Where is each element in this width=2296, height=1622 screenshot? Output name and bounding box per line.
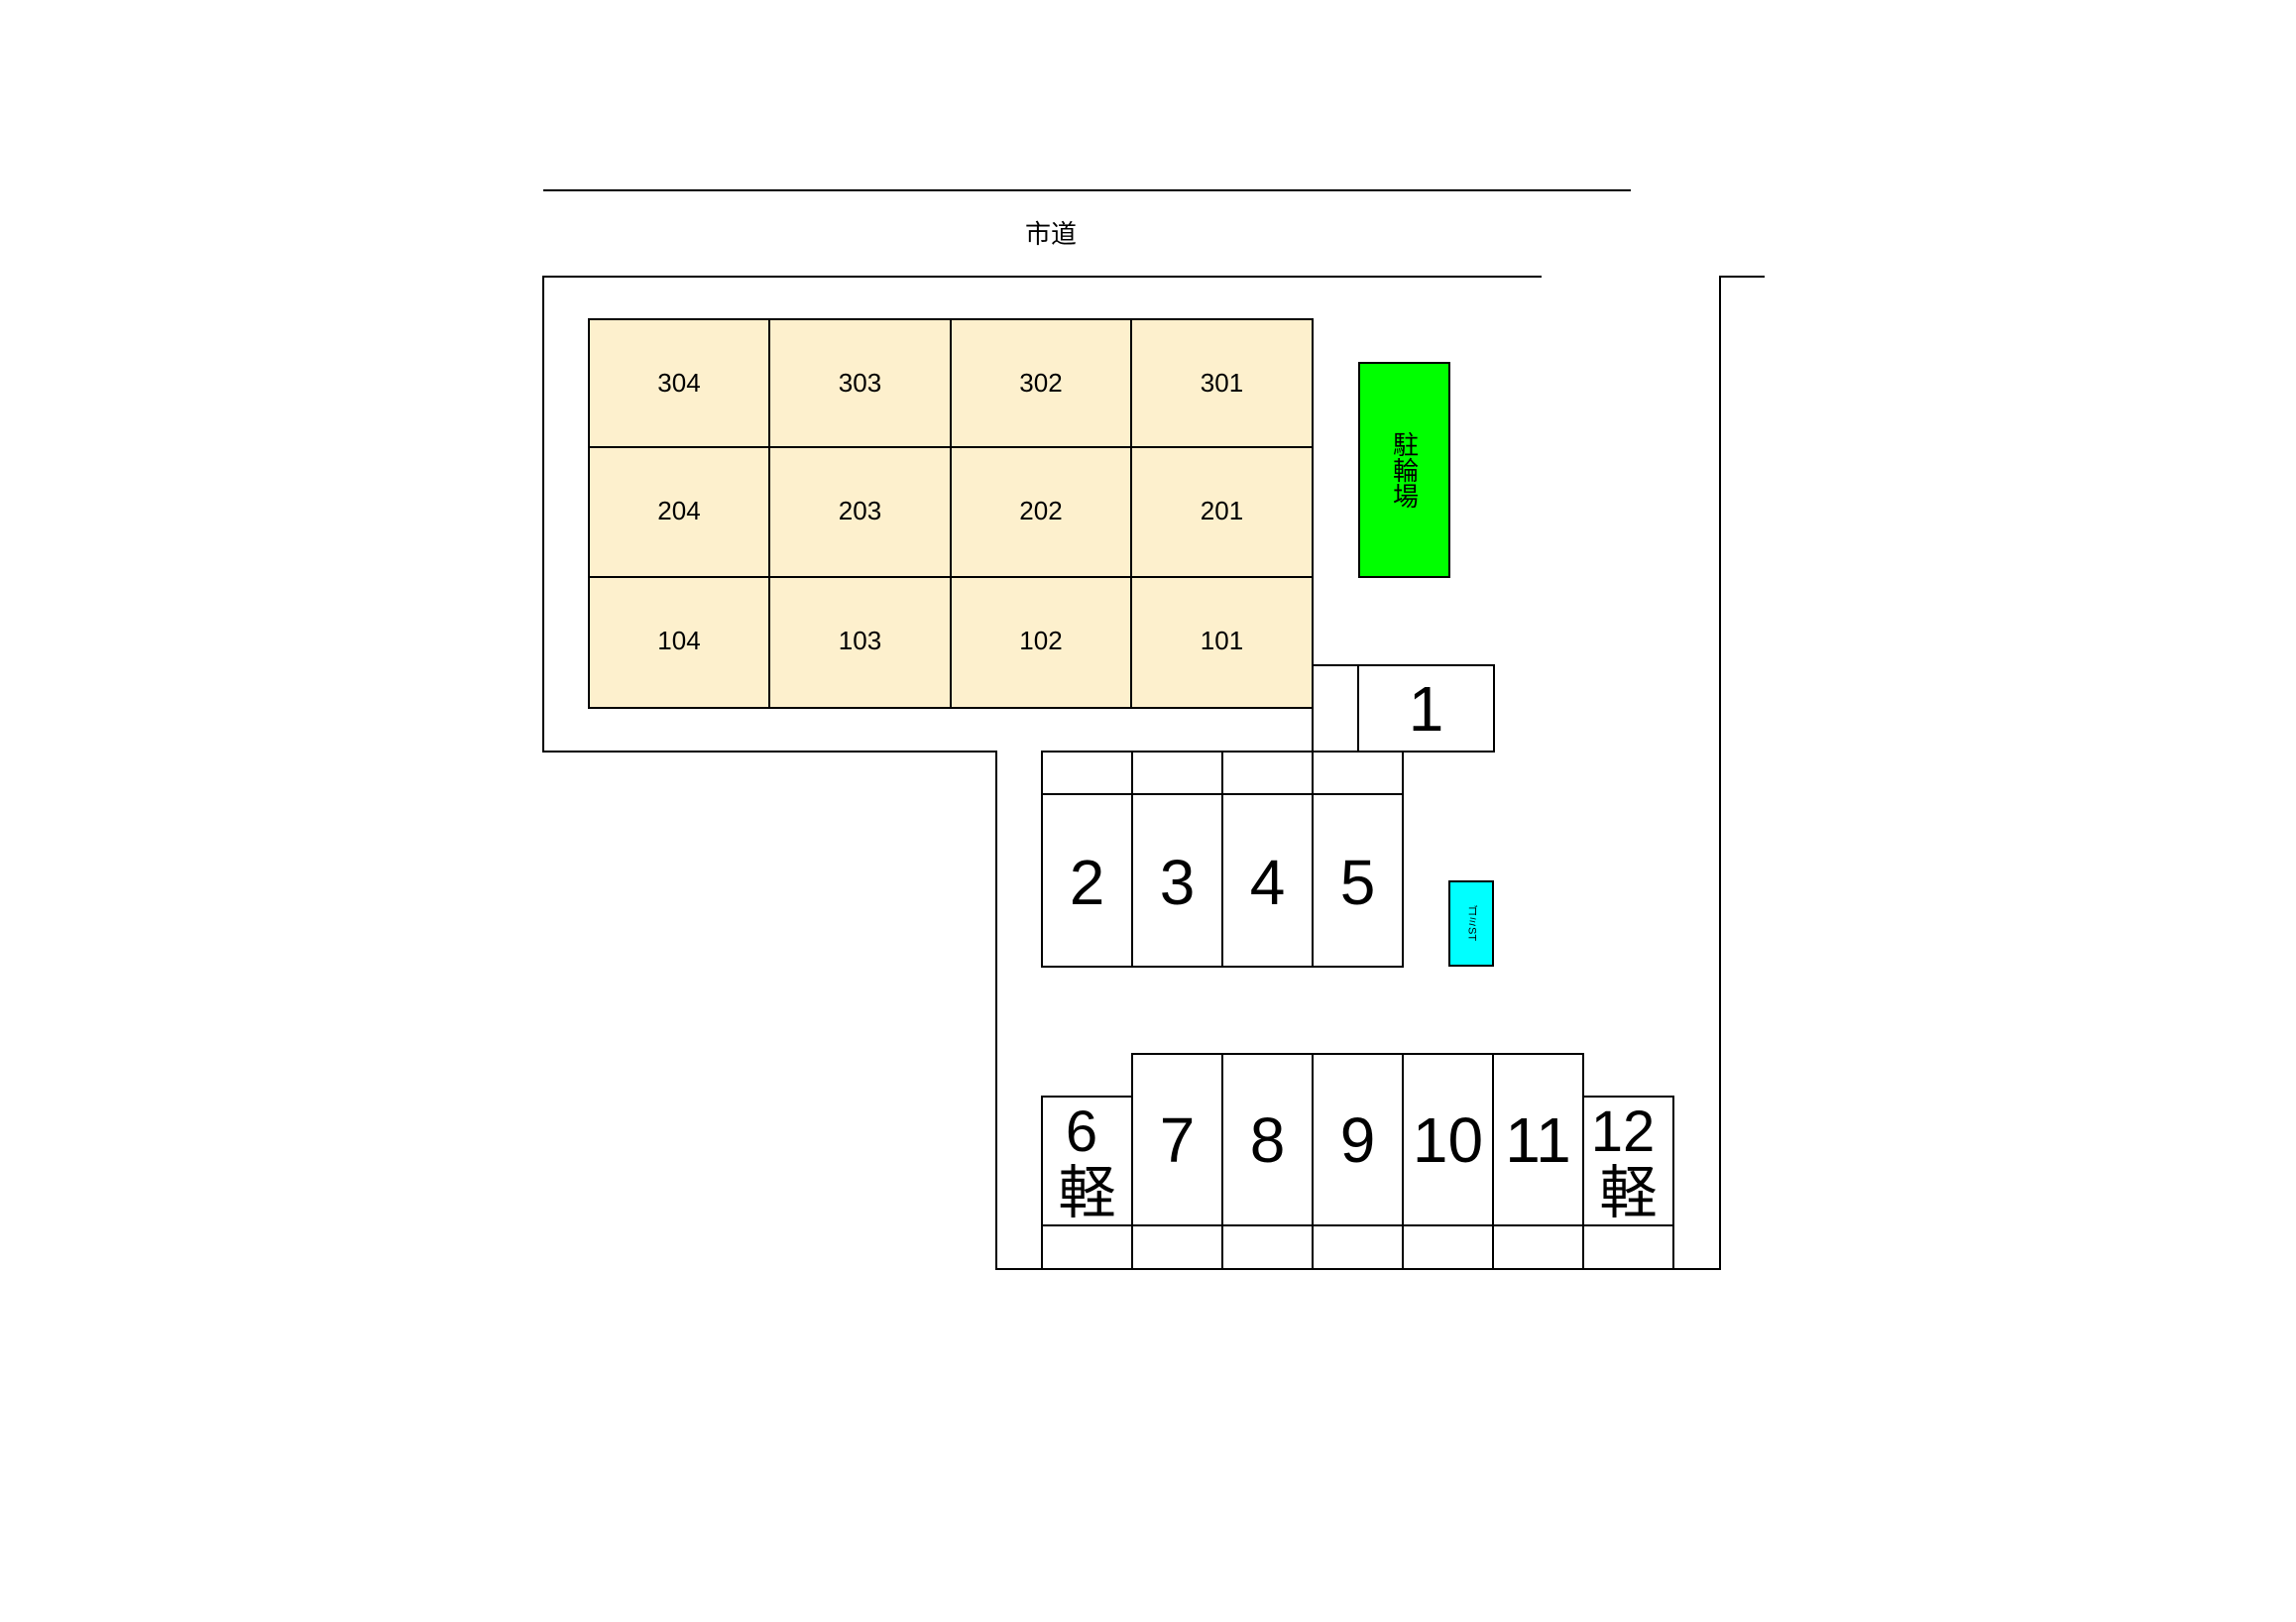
bicycle-parking-label: 駐輪場 <box>1389 431 1420 509</box>
parking-12-kei: 軽 <box>1599 1161 1658 1225</box>
unit-103: 103 <box>768 576 952 709</box>
unit-304: 304 <box>588 318 770 448</box>
bicycle-parking: 駐輪場 <box>1358 362 1450 578</box>
parking-number-5: 5 <box>1339 847 1376 918</box>
parking-number-11: 11 <box>1505 1104 1571 1176</box>
parking-number-3: 3 <box>1159 847 1196 918</box>
unit-201: 201 <box>1130 446 1314 578</box>
parking-spot-1 <box>1357 664 1495 753</box>
unit-102: 102 <box>950 576 1132 709</box>
parking-row-6-12 <box>1041 1053 1674 1270</box>
unit-203: 203 <box>768 446 952 578</box>
garbage-station: ゴミST <box>1448 880 1494 967</box>
parking-number-1: 1 <box>1408 673 1444 745</box>
unit-204: 204 <box>588 446 770 578</box>
parking-number-9: 9 <box>1339 1104 1376 1176</box>
unit-303: 303 <box>768 318 952 448</box>
parking-number-12: 12 <box>1590 1100 1656 1164</box>
garbage-station-label: ゴミST <box>1465 905 1478 942</box>
parking-number-6: 6 <box>1065 1100 1098 1164</box>
parking-number-10: 10 <box>1412 1104 1484 1176</box>
unit-104: 104 <box>588 576 770 709</box>
parking-number-8: 8 <box>1249 1104 1286 1176</box>
parking-number-4: 4 <box>1249 847 1286 918</box>
unit-302: 302 <box>950 318 1132 448</box>
parking-6-kei: 軽 <box>1058 1161 1116 1225</box>
unit-101: 101 <box>1130 576 1314 709</box>
lot-boundary <box>542 276 1765 1270</box>
unit-202: 202 <box>950 446 1132 578</box>
parking-row-2-5 <box>1041 751 1404 968</box>
road-label: 市道 <box>1024 219 1077 249</box>
unit-301: 301 <box>1130 318 1314 448</box>
parking-number-2: 2 <box>1069 847 1105 918</box>
parking-number-7: 7 <box>1159 1104 1196 1176</box>
parking-spot-1-front <box>1312 664 1359 753</box>
